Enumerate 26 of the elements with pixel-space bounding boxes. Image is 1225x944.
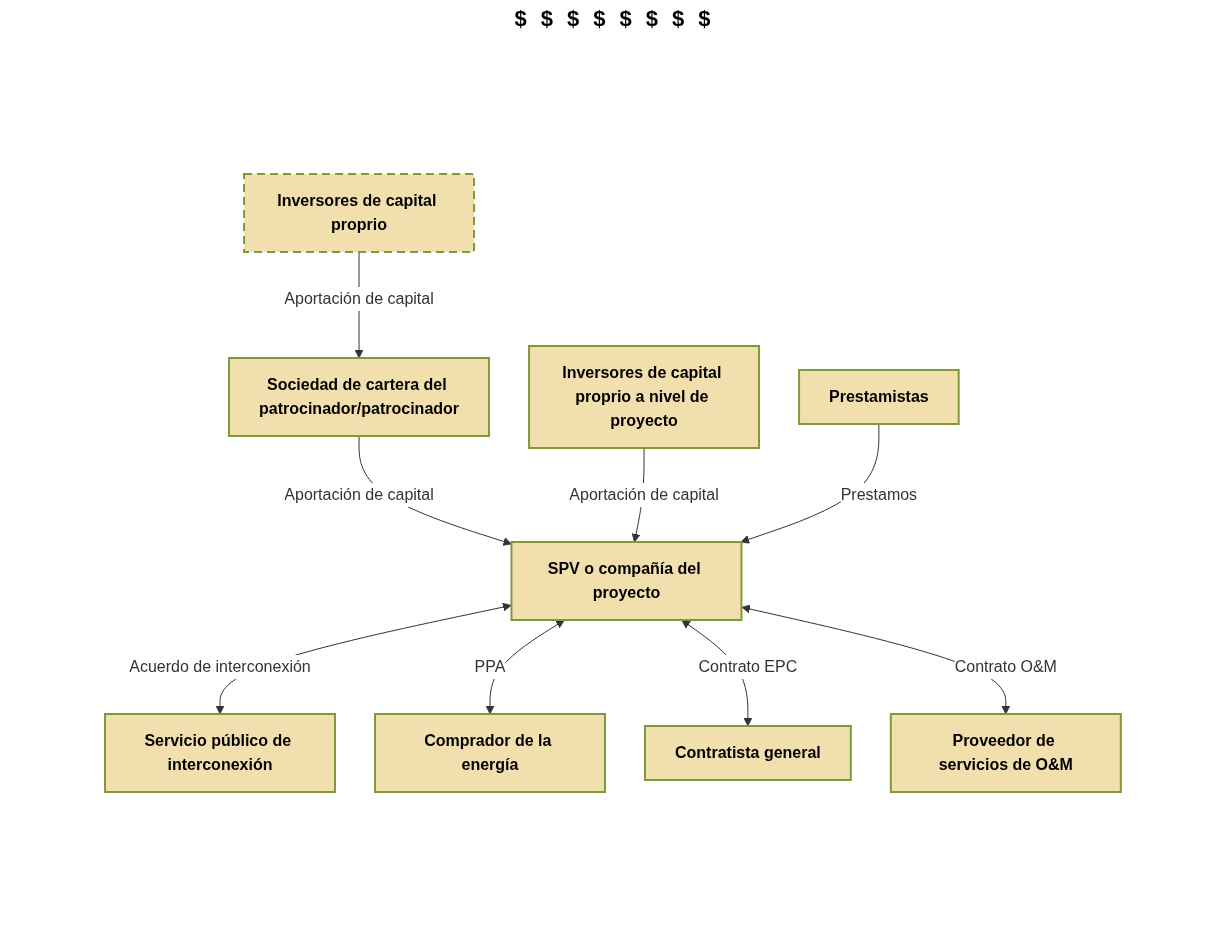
node-box: Proveedor de servicios de O&M <box>889 713 1122 793</box>
dollar-sign: $ <box>540 6 553 32</box>
dollar-sign: $ <box>672 6 685 32</box>
arrow <box>215 602 512 715</box>
dollar-sign: $ <box>593 6 606 32</box>
edge-label: PPA <box>474 658 506 675</box>
node-box: SPV o compañía del proyecto <box>510 541 743 621</box>
node-box: Sociedad de cartera del patrocinador/patrocinador <box>227 357 490 437</box>
edge-label: Contrato EPC <box>698 658 797 675</box>
edge-label: Aportación de capital <box>283 290 434 307</box>
node-box: Inversores de capital proprio a nivel de proyecto <box>527 345 760 449</box>
node-box: Inversores de capital proprio <box>242 173 475 253</box>
dollar-sign: $ <box>698 6 711 32</box>
dollar-sign: $ <box>514 6 527 32</box>
edge-label: Contrato O&M <box>954 658 1057 675</box>
node-box: Servicio público de interconexión <box>103 713 336 793</box>
node-box: Prestamistas <box>797 369 960 425</box>
edge-label: Acuerdo de interconexión <box>128 658 311 675</box>
dollar-sign: $ <box>645 6 658 32</box>
edge-label: Aportación de capital <box>568 486 719 503</box>
dollar-sign: $ <box>619 6 632 32</box>
dollar-sign: $ <box>567 6 580 32</box>
edge-label: Aportación de capital <box>283 486 434 503</box>
node-box: Contratista general <box>643 725 852 781</box>
edge-label: Prestamos <box>840 486 917 503</box>
node-box: Comprador de la energía <box>373 713 606 793</box>
